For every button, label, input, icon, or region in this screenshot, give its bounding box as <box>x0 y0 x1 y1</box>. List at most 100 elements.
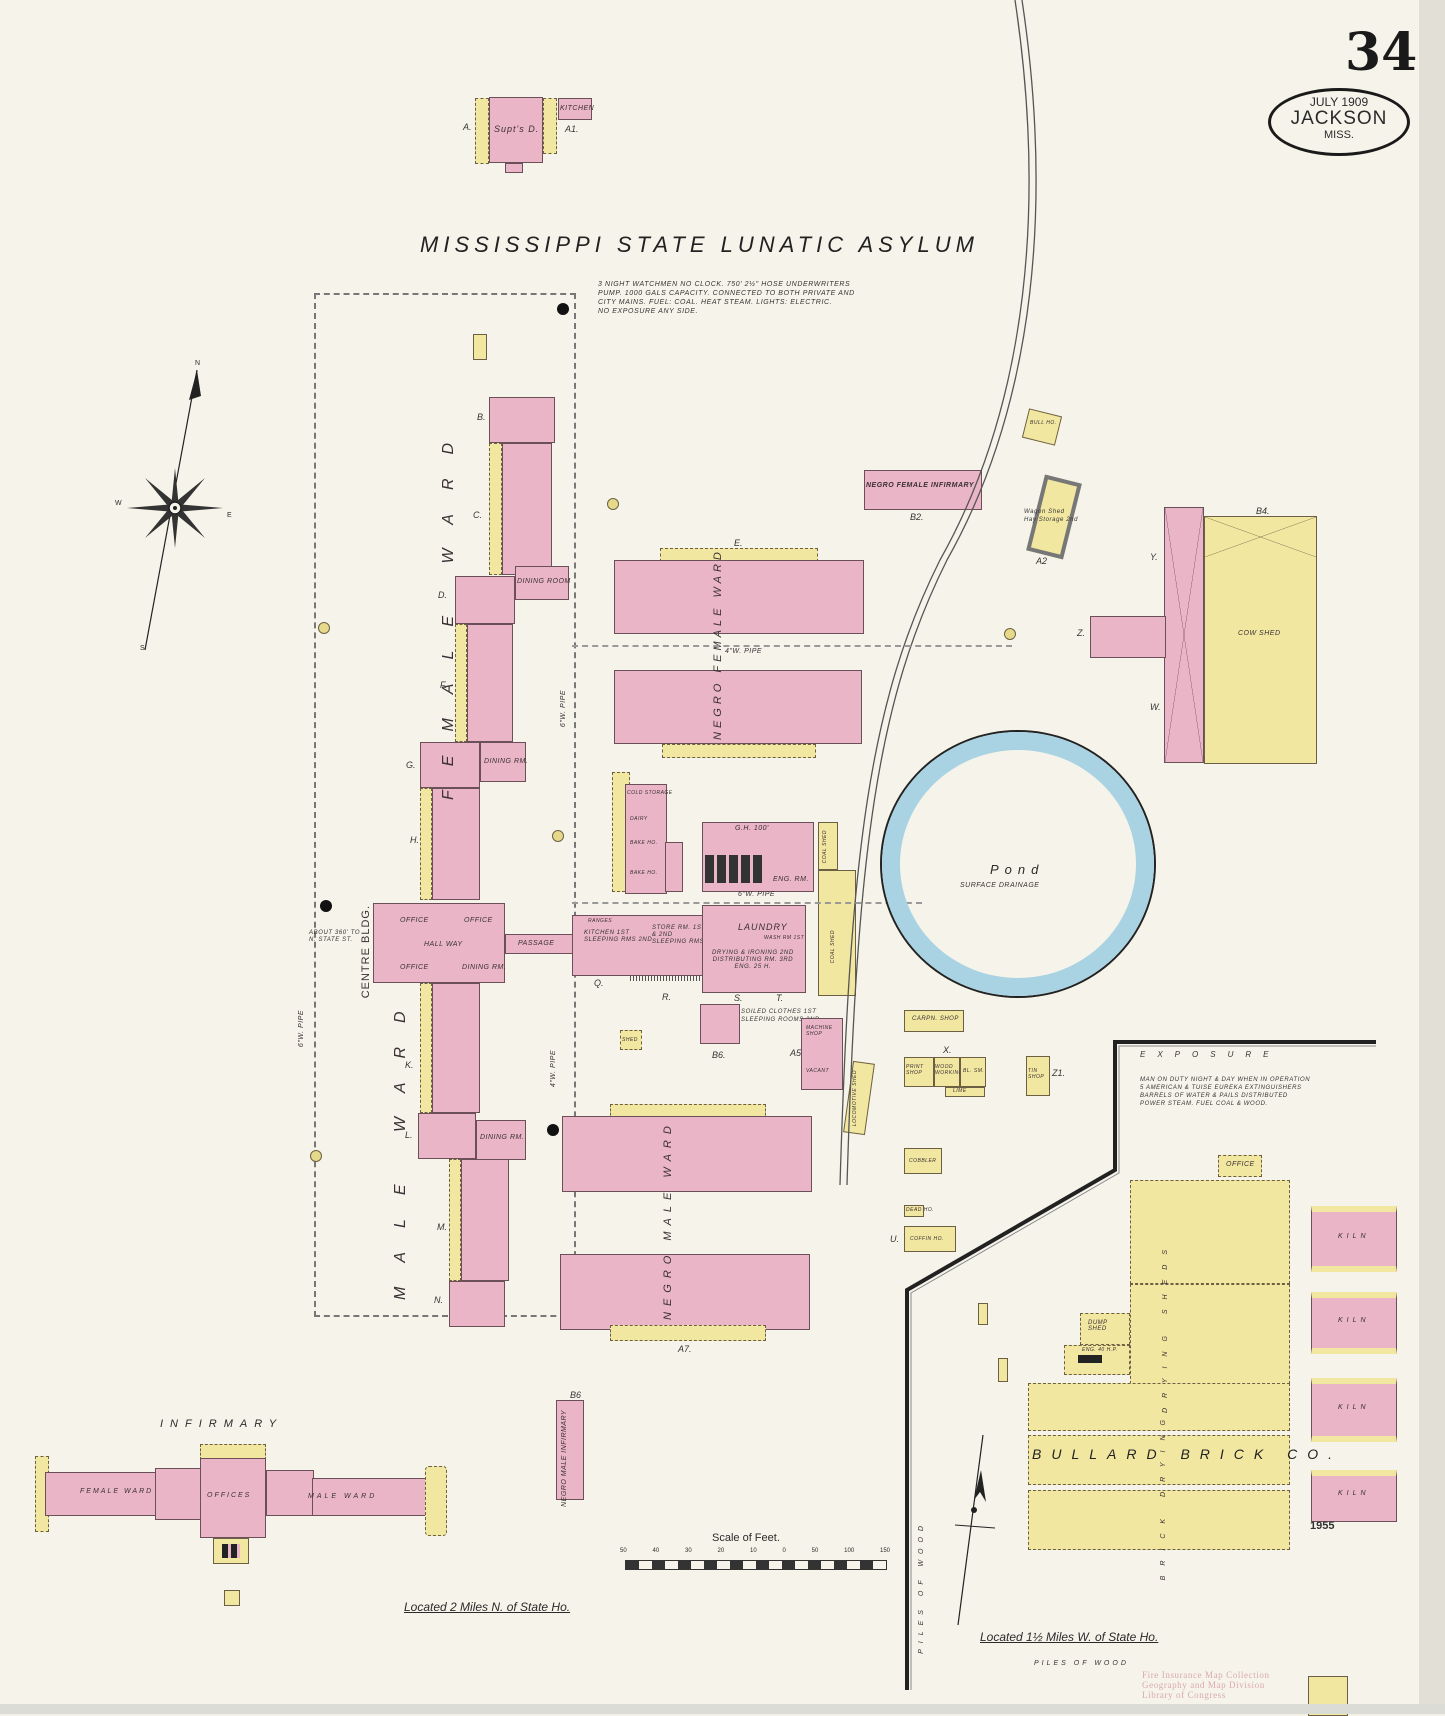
negro-male-porch-s <box>610 1325 766 1341</box>
machine-shop-label: Machine Shop <box>806 1025 833 1037</box>
oven <box>665 842 683 892</box>
bl-sm <box>960 1057 986 1087</box>
infirmary-offices <box>200 1458 266 1538</box>
ranges-label: Ranges <box>588 918 613 924</box>
female-ward-h <box>432 788 480 900</box>
lime <box>945 1087 985 1097</box>
supts-kitchen <box>558 98 592 120</box>
dining-room-label: Dining Room <box>517 578 571 585</box>
infirmary-female-ward <box>45 1472 157 1516</box>
eng-40-label: Eng. 40 H.P. <box>1082 1347 1118 1353</box>
asylum-enclosure <box>314 293 576 1317</box>
female-ward-d <box>455 576 515 624</box>
bl-sm-label: Bl. Sm. <box>963 1068 985 1074</box>
dump-shed-label: Dump Shed <box>1088 1320 1108 1332</box>
compass-n: N <box>195 360 201 367</box>
pond-label: Pond <box>990 862 1045 877</box>
cobbler <box>904 1148 942 1174</box>
letter-s: S. <box>734 993 743 1003</box>
bake-ho-label: Bake Ho. <box>630 840 658 846</box>
passage-label: Passage <box>518 940 555 947</box>
carpn-shop <box>904 1010 964 1032</box>
male-ward-k <box>432 983 480 1113</box>
bull-ho-label: Bull Ho. <box>1030 420 1057 426</box>
letter-b6: B6. <box>712 1050 726 1060</box>
drying-shed-3 <box>1028 1383 1290 1431</box>
kiln-3 <box>1311 1378 1397 1442</box>
dh-marker <box>320 900 332 912</box>
scale-title: Scale of Feet. <box>712 1532 780 1544</box>
cow-shed-wing <box>1090 616 1166 658</box>
scale-tick: 30 <box>685 1548 692 1554</box>
office-sw: Office <box>400 964 429 971</box>
lime-label: Lime <box>953 1088 967 1094</box>
laundry-label: Laundry <box>738 922 788 932</box>
dining-rm-l-label: Dining Rm. <box>480 1134 525 1141</box>
female-ward-c-porch <box>489 443 502 575</box>
letter-b4: B4. <box>1256 506 1270 516</box>
male-ward-l <box>418 1113 476 1159</box>
drying-shed-5 <box>1028 1490 1290 1550</box>
inf-male-label: Male Ward <box>308 1493 378 1500</box>
cartouche-state: Miss. <box>1324 129 1354 141</box>
letter-h: H. <box>410 835 419 845</box>
hall-way: Hall Way <box>424 941 463 948</box>
supts-rear <box>543 98 557 154</box>
inf-offices-label: Offices <box>207 1492 252 1499</box>
letter-w: W. <box>1150 702 1161 712</box>
print-shop <box>904 1057 934 1087</box>
brick-office <box>1218 1155 1262 1177</box>
pipe-4-label: 4"W. Pipe <box>725 648 763 655</box>
kiln-4-label: Kiln <box>1338 1490 1370 1497</box>
scale-tick: 20 <box>717 1548 725 1554</box>
boiler <box>1078 1355 1102 1363</box>
scale-tick: 40 <box>652 1548 660 1554</box>
infirmary-boilers <box>222 1544 240 1558</box>
letter-b6-inf: B6 <box>570 1390 582 1400</box>
letter-t: T. <box>776 993 784 1003</box>
kiln-4 <box>1311 1470 1397 1522</box>
letter-e: E. <box>734 538 743 548</box>
male-ward-m-porch <box>449 1159 461 1281</box>
compass-s: S <box>140 645 145 652</box>
female-ward-c <box>502 443 552 575</box>
loc-watermark: Fire Insurance Map Collection Geography … <box>1142 1670 1270 1700</box>
female-ward-f <box>467 624 513 742</box>
infirmary-female-wing <box>155 1468 201 1520</box>
vacant-label: Vacant <box>806 1068 830 1074</box>
letter-d: D. <box>438 590 447 600</box>
scan-edge <box>1419 0 1445 1714</box>
cartouche-city: Jackson <box>1290 108 1388 129</box>
covered-walk <box>630 976 702 981</box>
water-pipe <box>572 902 922 904</box>
hydrant <box>552 830 564 842</box>
scale-tick: 150 <box>879 1548 890 1554</box>
scale-tick: 100 <box>844 1548 855 1554</box>
letter-x: X. <box>943 1045 952 1055</box>
brick-drying-label: Brick Drying <box>1160 1410 1167 1581</box>
letter-a1: A1. <box>565 124 579 134</box>
wood-working-label: Wood Working <box>935 1064 963 1076</box>
north-arrow-icon <box>954 1434 996 1626</box>
hydrant <box>310 1150 322 1162</box>
male-ward-n <box>449 1281 505 1327</box>
piles-of-wood-label-2: Piles of Wood <box>1034 1660 1129 1667</box>
tin-shop <box>1026 1056 1050 1096</box>
scale-tick: 50 <box>620 1548 627 1554</box>
city-cartouche: July 1909 Jackson Miss. <box>1268 88 1410 156</box>
drying-shed-1 <box>1130 1180 1290 1284</box>
centre-bldg <box>373 903 505 983</box>
letter-z1: Z1. <box>1052 1068 1066 1078</box>
scale-tick: 0 <box>782 1548 786 1554</box>
infirmary-title: Infirmary <box>160 1418 284 1430</box>
scale-ticks: 50 40 30 20 10 0 50 100 150 <box>620 1548 890 1554</box>
infirmary-shed <box>224 1590 240 1606</box>
cow-shed-label: Cow Shed <box>1238 630 1281 637</box>
stamp-1955: 1955 <box>1310 1520 1335 1532</box>
dining-rm-g-label: Dining Rm. <box>484 758 529 765</box>
letter-l: L. <box>405 1130 413 1140</box>
letter-r: R. <box>662 992 671 1002</box>
letter-a7: A7. <box>678 1344 692 1354</box>
eng-rm-label: Eng. Rm. <box>773 876 809 883</box>
water-pipe <box>572 645 1012 647</box>
